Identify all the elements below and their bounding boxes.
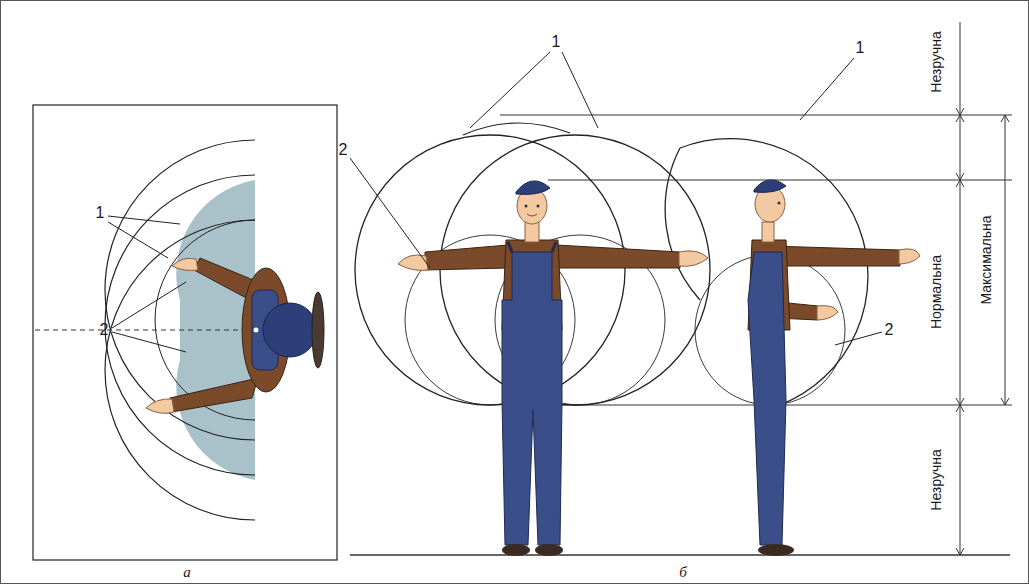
leader-lines [108, 52, 882, 352]
zone-label: Нормальна [929, 255, 943, 329]
top-view [33, 105, 337, 560]
panel-letter: б [679, 565, 687, 580]
zone-lines [350, 22, 1012, 555]
zone-label: Незручна [929, 449, 943, 510]
front-figure [398, 181, 708, 556]
side-figure [748, 180, 920, 556]
callout-number: 2 [885, 322, 894, 338]
callout-number: 1 [552, 34, 561, 50]
zone-label: Максимальна [979, 215, 993, 304]
callout-number: 1 [856, 40, 865, 56]
zone-label: Незручна [929, 31, 943, 92]
callout-number: 1 [96, 205, 105, 221]
callout-number: 2 [339, 142, 348, 158]
panel-letter: а [183, 565, 191, 580]
callout-number: 2 [100, 322, 109, 338]
